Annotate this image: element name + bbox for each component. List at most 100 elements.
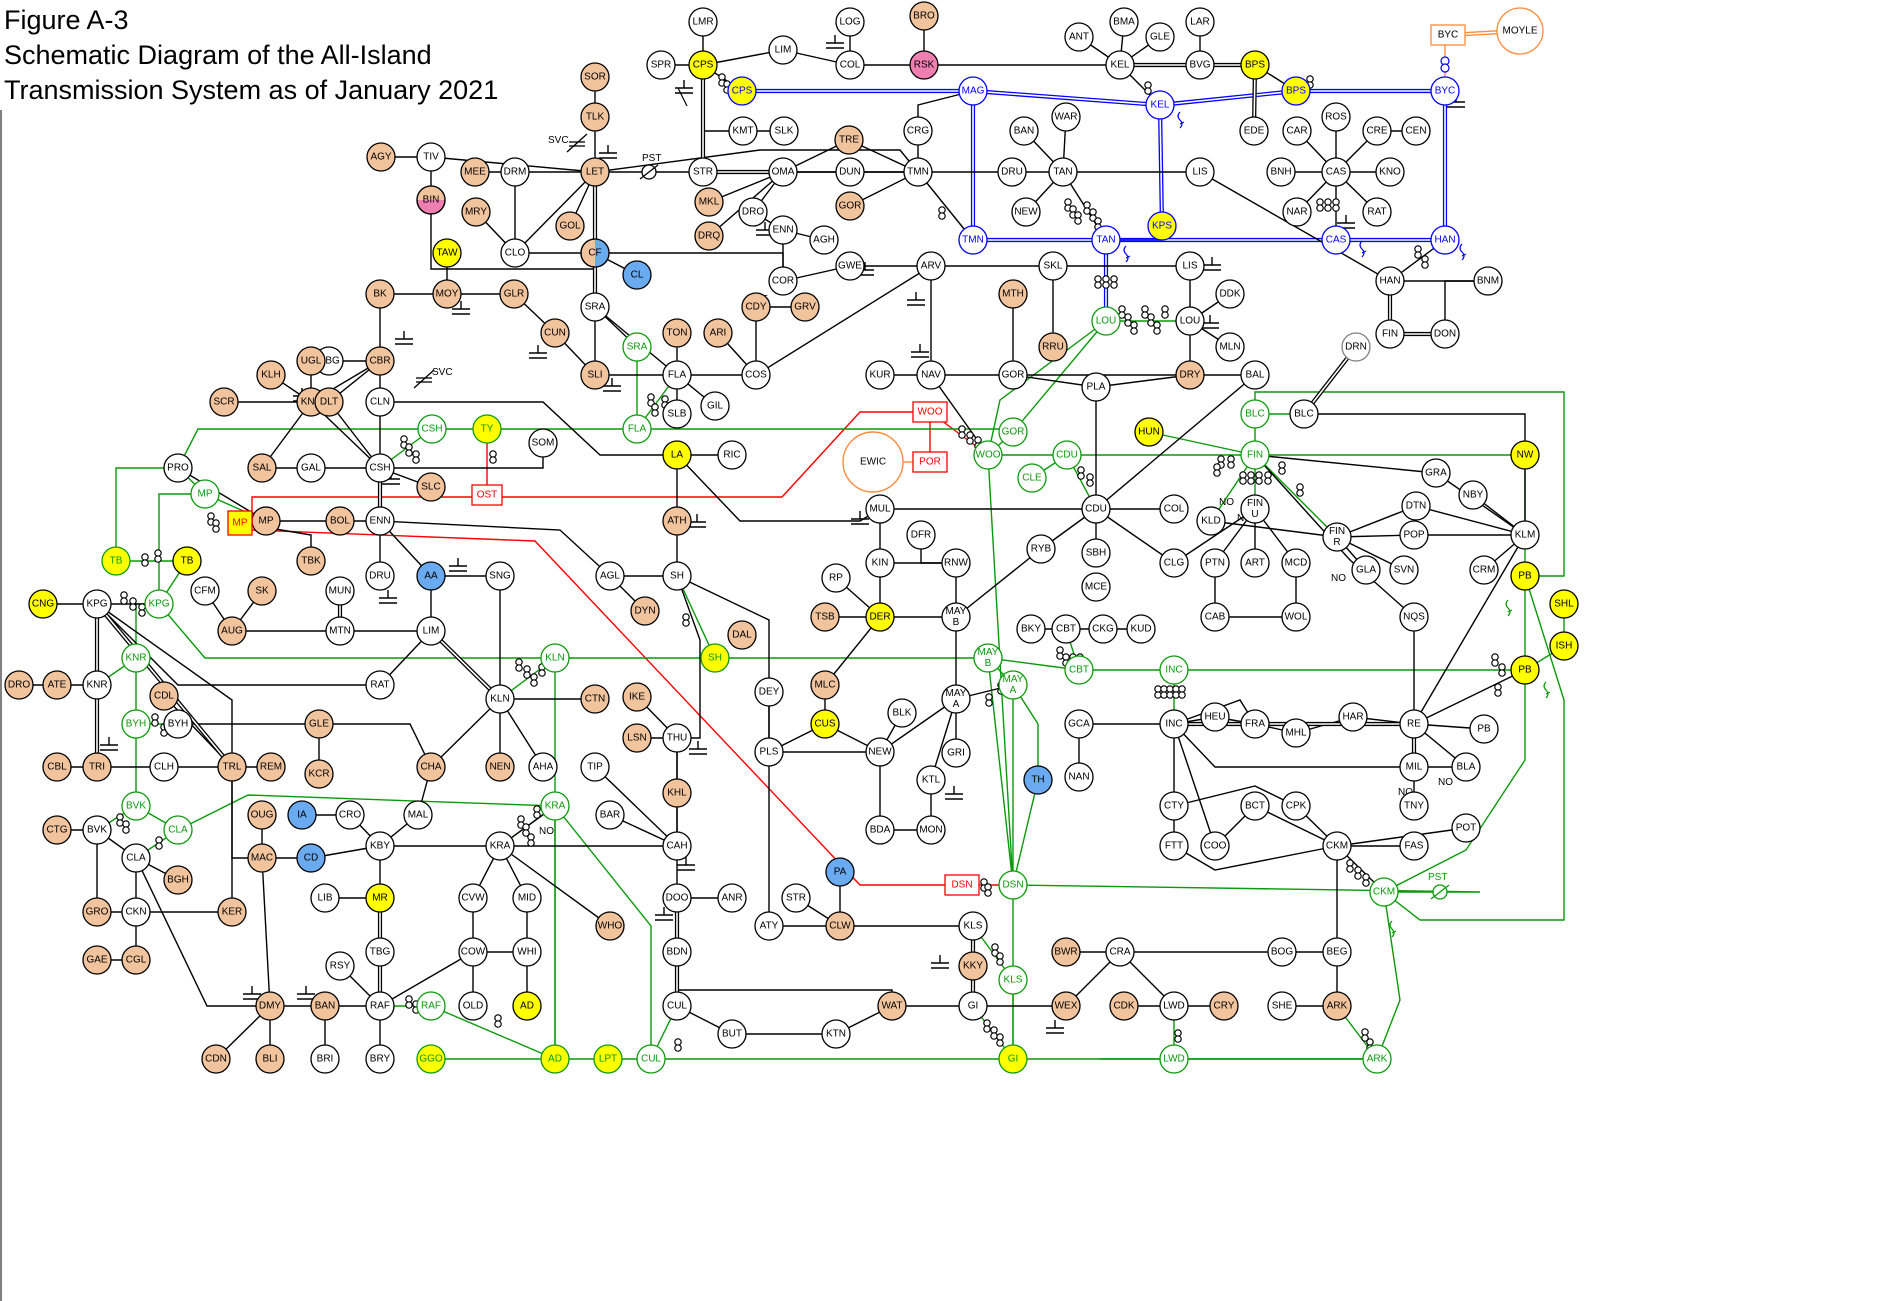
substation-aha[interactable]: AHA [529, 753, 557, 781]
substation-cdu2[interactable]: CDU [1053, 441, 1081, 469]
substation-tip[interactable]: TIP [581, 753, 609, 781]
substation-clw[interactable]: CLW [826, 912, 854, 940]
substation-inc1[interactable]: INC [1160, 710, 1188, 738]
substation-csh1[interactable]: CSH [366, 454, 394, 482]
substation-dro2[interactable]: DRO [5, 671, 33, 699]
substation-cfm[interactable]: CFM [191, 577, 219, 605]
substation-dry[interactable]: DRY [1176, 361, 1204, 389]
substation-han1[interactable]: HAN [1376, 267, 1404, 295]
substation-bnm[interactable]: BNM [1474, 267, 1502, 295]
substation-pa[interactable]: PA [826, 858, 854, 886]
substation-cow[interactable]: COW [459, 938, 487, 966]
substation-ede[interactable]: EDE [1240, 117, 1268, 145]
substation-cry[interactable]: CRY [1210, 992, 1238, 1020]
substation-cbr[interactable]: CBR [366, 347, 394, 375]
substation-sh2[interactable]: SH [701, 644, 729, 672]
substation-kls2[interactable]: KLS [999, 966, 1027, 994]
substation-lim2[interactable]: LIM [417, 617, 445, 645]
substation-kcr[interactable]: KCR [305, 760, 333, 788]
substation-drm[interactable]: DRM [501, 158, 529, 186]
substation-bps1[interactable]: BPS [1241, 51, 1269, 79]
substation-rnw[interactable]: RNW [942, 549, 970, 577]
substation-tsb[interactable]: TSB [811, 603, 839, 631]
substation-slc[interactable]: SLC [417, 473, 445, 501]
substation-ath[interactable]: ATH [663, 507, 691, 535]
substation-dtn[interactable]: DTN [1402, 492, 1430, 520]
substation-ftt[interactable]: FTT [1160, 832, 1188, 860]
substation-new2[interactable]: NEW [866, 738, 894, 766]
substation-cos[interactable]: COS [742, 361, 770, 389]
substation-cbt2[interactable]: CBT [1065, 656, 1093, 684]
substation-der[interactable]: DER [866, 603, 894, 631]
terminal-woo1[interactable]: WOO [913, 402, 947, 422]
substation-bvg[interactable]: BVG [1186, 51, 1214, 79]
substation-coo[interactable]: COO [1201, 832, 1229, 860]
substation-kel2[interactable]: KEL [1146, 91, 1174, 119]
substation-tbg[interactable]: TBG [366, 938, 394, 966]
substation-mln[interactable]: MLN [1216, 333, 1244, 361]
substation-dfr[interactable]: DFR [907, 521, 935, 549]
substation-nar[interactable]: NAR [1283, 198, 1311, 226]
substation-cdk[interactable]: CDK [1110, 992, 1138, 1020]
substation-oma[interactable]: OMA [769, 158, 797, 186]
terminal-dsn1[interactable]: DSN [945, 875, 979, 895]
substation-let[interactable]: LET [581, 158, 609, 186]
substation-oug[interactable]: OUG [248, 801, 276, 829]
substation-fra[interactable]: FRA [1241, 710, 1269, 738]
substation-cln[interactable]: CLN [366, 388, 394, 416]
substation-cl[interactable]: CL [623, 261, 651, 289]
substation-str1[interactable]: STR [689, 158, 717, 186]
substation-gi1[interactable]: GI [959, 992, 987, 1020]
substation-blc2[interactable]: BLC [1241, 400, 1269, 428]
substation-ish[interactable]: ISH [1550, 632, 1578, 660]
substation-cab[interactable]: CAB [1201, 603, 1229, 631]
substation-clo[interactable]: CLO [501, 239, 529, 267]
substation-car[interactable]: CAR [1283, 117, 1311, 145]
substation-klh[interactable]: KLH [257, 361, 285, 389]
substation-kur[interactable]: KUR [866, 361, 894, 389]
substation-ckg[interactable]: CKG [1089, 615, 1117, 643]
substation-arv[interactable]: ARV [917, 252, 945, 280]
substation-lwd1[interactable]: LWD [1160, 992, 1188, 1020]
substation-tb1[interactable]: TB [102, 547, 130, 575]
substation-klm[interactable]: KLM [1511, 521, 1539, 549]
substation-lar[interactable]: LAR [1186, 8, 1214, 36]
substation-gca[interactable]: GCA [1065, 710, 1093, 738]
substation-cdy[interactable]: CDY [742, 293, 770, 321]
substation-dey[interactable]: DEY [755, 678, 783, 706]
substation-gra[interactable]: GRA [1422, 459, 1450, 487]
substation-nen[interactable]: NEN [486, 753, 514, 781]
substation-grv[interactable]: GRV [791, 293, 819, 321]
substation-but[interactable]: BUT [718, 1020, 746, 1048]
substation-pb3[interactable]: PB [1470, 715, 1498, 743]
substation-ant[interactable]: ANT [1065, 23, 1093, 51]
substation-th[interactable]: TH [1024, 766, 1052, 794]
substation-rsk[interactable]: RSK [910, 51, 938, 79]
substation-fas[interactable]: FAS [1400, 832, 1428, 860]
substation-bps2[interactable]: BPS [1282, 77, 1310, 105]
substation-nqs[interactable]: NQS [1400, 603, 1428, 631]
substation-wex[interactable]: WEX [1052, 992, 1080, 1020]
substation-cbt1[interactable]: CBT [1052, 615, 1080, 643]
substation-bvk1[interactable]: BVK [83, 816, 111, 844]
substation-dal[interactable]: DAL [728, 621, 756, 649]
substation-ktn[interactable]: KTN [822, 1020, 850, 1048]
substation-she[interactable]: SHE [1268, 992, 1296, 1020]
substation-woo2[interactable]: WOO [974, 441, 1002, 469]
substation-svn[interactable]: SVN [1390, 556, 1418, 584]
substation-dru2[interactable]: DRU [366, 562, 394, 590]
substation-cro[interactable]: CRO [336, 801, 364, 829]
substation-raf1[interactable]: RAF [366, 992, 394, 1020]
substation-mlc[interactable]: MLC [811, 671, 839, 699]
substation-tny[interactable]: TNY [1400, 792, 1428, 820]
substation-gri[interactable]: GRI [942, 739, 970, 767]
substation-wol[interactable]: WOL [1282, 603, 1310, 631]
substation-kmt[interactable]: KMT [729, 117, 757, 145]
substation-fin2[interactable]: FIN [1241, 441, 1269, 469]
substation-ugl[interactable]: UGL [297, 347, 325, 375]
substation-ddk[interactable]: DDK [1216, 280, 1244, 308]
substation-bky[interactable]: BKY [1017, 615, 1045, 643]
substation-bda[interactable]: BDA [866, 816, 894, 844]
